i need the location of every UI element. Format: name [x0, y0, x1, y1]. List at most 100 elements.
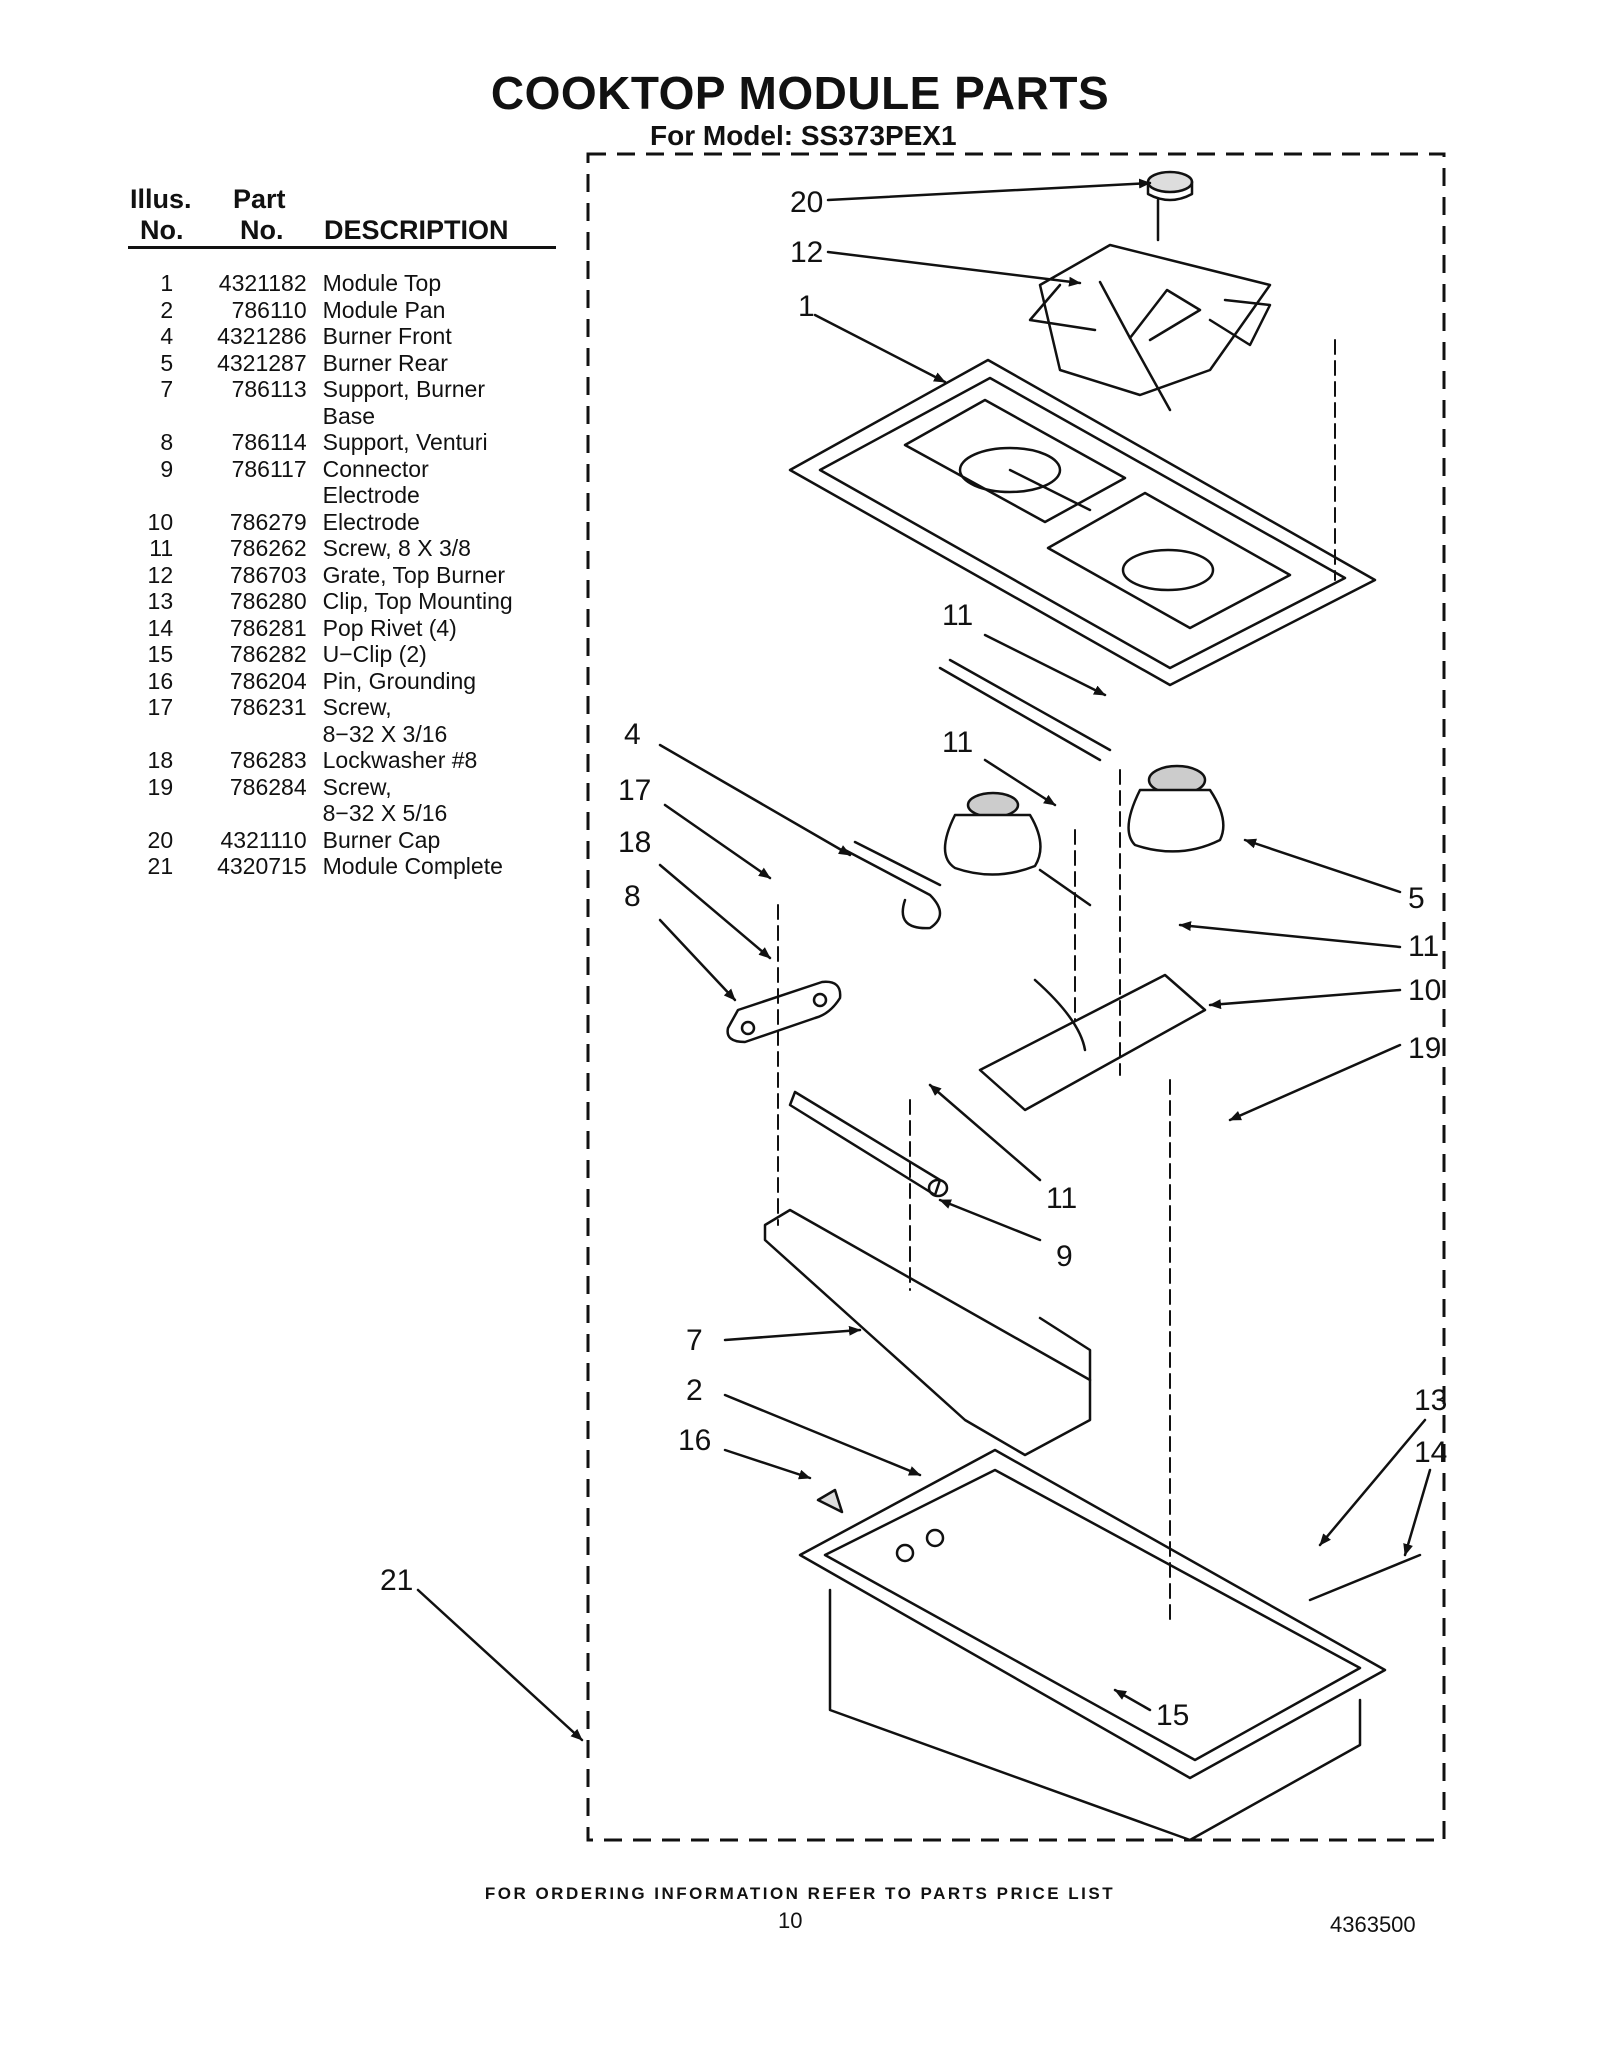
callout-17: 17	[618, 774, 651, 807]
parts-row: 18 786283 Lockwasher #8	[128, 747, 568, 774]
part-description: Clip, Top Mounting	[322, 588, 513, 614]
illus-number: 18	[147, 747, 174, 773]
part-number: 786114	[231, 429, 307, 455]
part-number: 786703	[229, 561, 307, 588]
part-description: Burner Rear	[322, 349, 448, 376]
parts-row: 10 786279 Electrode	[128, 509, 568, 536]
col-header-part-2: No.	[240, 215, 284, 245]
part-description: Screw, 8 X 3/8	[322, 535, 471, 561]
module-top-part	[788, 358, 1377, 687]
callout-15: 15	[1156, 1699, 1189, 1732]
part-description: Electrode	[322, 508, 420, 535]
part-number: 4321182	[218, 270, 307, 296]
part-number: 4321287	[217, 349, 307, 376]
illus-number: 19	[147, 773, 174, 800]
grounding-pin-part	[816, 1488, 844, 1514]
callout-8: 8	[624, 880, 641, 913]
ordering-note: FOR ORDERING INFORMATION REFER TO PARTS …	[484, 1884, 1116, 1903]
callout-16: 16	[678, 1424, 711, 1457]
part-description: Lockwasher #8	[322, 747, 478, 773]
part-description: Base	[322, 402, 376, 429]
model-subtitle: For Model: SS373PEX1	[650, 120, 957, 151]
part-number: 4321110	[220, 826, 307, 853]
callout-11-b: 11	[942, 726, 973, 759]
callout-11-c: 11	[1408, 930, 1439, 963]
illus-number: 14	[147, 614, 174, 641]
part-description: Module Pan	[322, 296, 446, 323]
illus-number: 9	[160, 455, 174, 482]
parts-row: 4 4321286 Burner Front	[128, 323, 568, 350]
callout-4: 4	[624, 718, 641, 751]
callout-12: 12	[790, 236, 823, 269]
burner-assembly-part	[843, 658, 1225, 930]
part-description: Pin, Grounding	[322, 667, 477, 694]
part-number: 786204	[229, 667, 307, 694]
part-number: 786281	[229, 614, 307, 641]
parts-row: Base	[128, 403, 568, 430]
part-number: 786279	[229, 508, 307, 535]
callout-11-d: 11	[1046, 1182, 1077, 1215]
illus-number: 7	[160, 376, 174, 402]
callout-18: 18	[618, 826, 651, 859]
illus-number: 1	[160, 270, 174, 296]
illus-number: 5	[160, 349, 174, 376]
parts-row: 19 786284 Screw,	[128, 774, 568, 801]
illus-number: 16	[147, 667, 174, 694]
electrode-bracket-part	[978, 973, 1207, 1112]
callout-5: 5	[1408, 882, 1425, 915]
part-description: Module Complete	[322, 853, 503, 879]
illus-number: 8	[160, 429, 174, 455]
part-description: Connector	[322, 455, 429, 482]
illus-number: 20	[147, 826, 174, 853]
parts-row: 8 786114 Support, Venturi	[128, 429, 568, 456]
col-header-description: DESCRIPTION	[324, 215, 509, 245]
callout-13: 13	[1414, 1384, 1447, 1417]
illus-number: 15	[147, 641, 174, 667]
part-number: 786283	[229, 747, 307, 773]
parts-row: 5 4321287 Burner Rear	[128, 350, 568, 377]
part-description: Screw,	[322, 694, 392, 720]
part-description: Grate, Top Burner	[322, 561, 506, 588]
illus-number: 13	[147, 588, 174, 614]
illus-number: 12	[147, 561, 174, 588]
callout-9: 9	[1056, 1240, 1073, 1273]
part-number: 4320715	[217, 853, 307, 879]
parts-row: 13 786280 Clip, Top Mounting	[128, 588, 568, 615]
callout-11-a: 11	[942, 599, 973, 632]
col-header-illus-1: Illus.	[130, 184, 192, 214]
callout-7: 7	[686, 1324, 703, 1357]
burner-cap-part	[1146, 170, 1194, 202]
page-number: 10	[778, 1908, 803, 1933]
document-number: 4363500	[1330, 1912, 1416, 1937]
callout-19: 19	[1408, 1032, 1441, 1065]
grate-part	[1028, 198, 1272, 412]
burner-base-support-part	[763, 1208, 1092, 1457]
callout-21: 21	[380, 1564, 413, 1597]
part-number: 786117	[231, 455, 307, 482]
part-description: Screw,	[322, 773, 392, 800]
part-number: 4321286	[217, 323, 307, 349]
part-description: Burner Front	[322, 323, 452, 349]
part-description: Electrode	[322, 482, 420, 508]
pop-rivet-part	[1308, 1553, 1422, 1602]
part-number: 786284	[229, 773, 307, 800]
illus-number: 4	[160, 323, 174, 349]
parts-row: 9 786117 Connector	[128, 456, 568, 483]
illus-number: 10	[147, 508, 174, 535]
part-description: Support, Burner	[322, 376, 485, 402]
part-description: Support, Venturi	[322, 429, 488, 455]
part-number: 786280	[229, 588, 307, 614]
part-number: 786231	[229, 694, 307, 720]
callout-1: 1	[798, 290, 815, 323]
illus-number: 11	[149, 535, 174, 561]
callout-14: 14	[1414, 1436, 1447, 1469]
